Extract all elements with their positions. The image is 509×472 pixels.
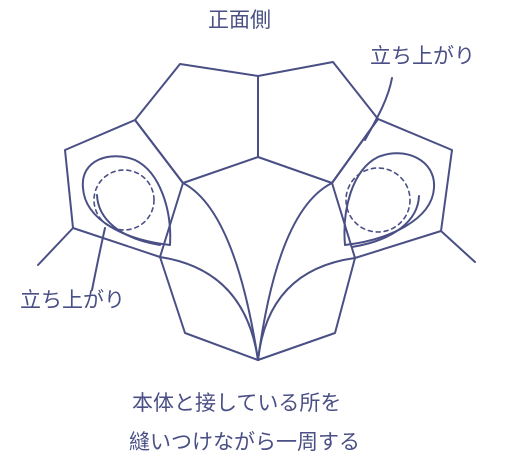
left-side-pentagon: [64, 119, 184, 258]
left-raise-inner-outline: [96, 194, 161, 246]
outer-right-lower-edge: [257, 257, 356, 361]
outer-left-lower-edge: [159, 256, 259, 361]
caption-line-2: 縫いつけながら一周する: [129, 430, 360, 454]
sewing-arc-right-inner: [257, 182, 333, 361]
right-raise-inner-outline: [351, 195, 420, 248]
raise-label-right: 立ち上がり: [370, 44, 475, 68]
left-raise-leader-line: [91, 227, 106, 291]
top-right-pentagon: [257, 61, 379, 184]
left-tail-line: [37, 227, 74, 266]
caption-line-1: 本体と接している所を: [132, 391, 342, 415]
front-side-label: 正面側: [208, 8, 271, 32]
sewing-arc-left-inner: [182, 182, 259, 361]
right-tail-line: [440, 230, 476, 263]
top-left-pentagon: [134, 63, 259, 184]
right-raise-leader-line: [364, 77, 393, 141]
sewing-arc-left-outer: [159, 256, 259, 361]
right-side-pentagon: [331, 118, 453, 259]
right-raise-dotted-circle: [345, 167, 411, 233]
left-raise-dotted-circle: [93, 169, 155, 231]
raise-label-left: 立ち上がり: [20, 288, 125, 312]
right-raise-outline: [343, 152, 436, 246]
